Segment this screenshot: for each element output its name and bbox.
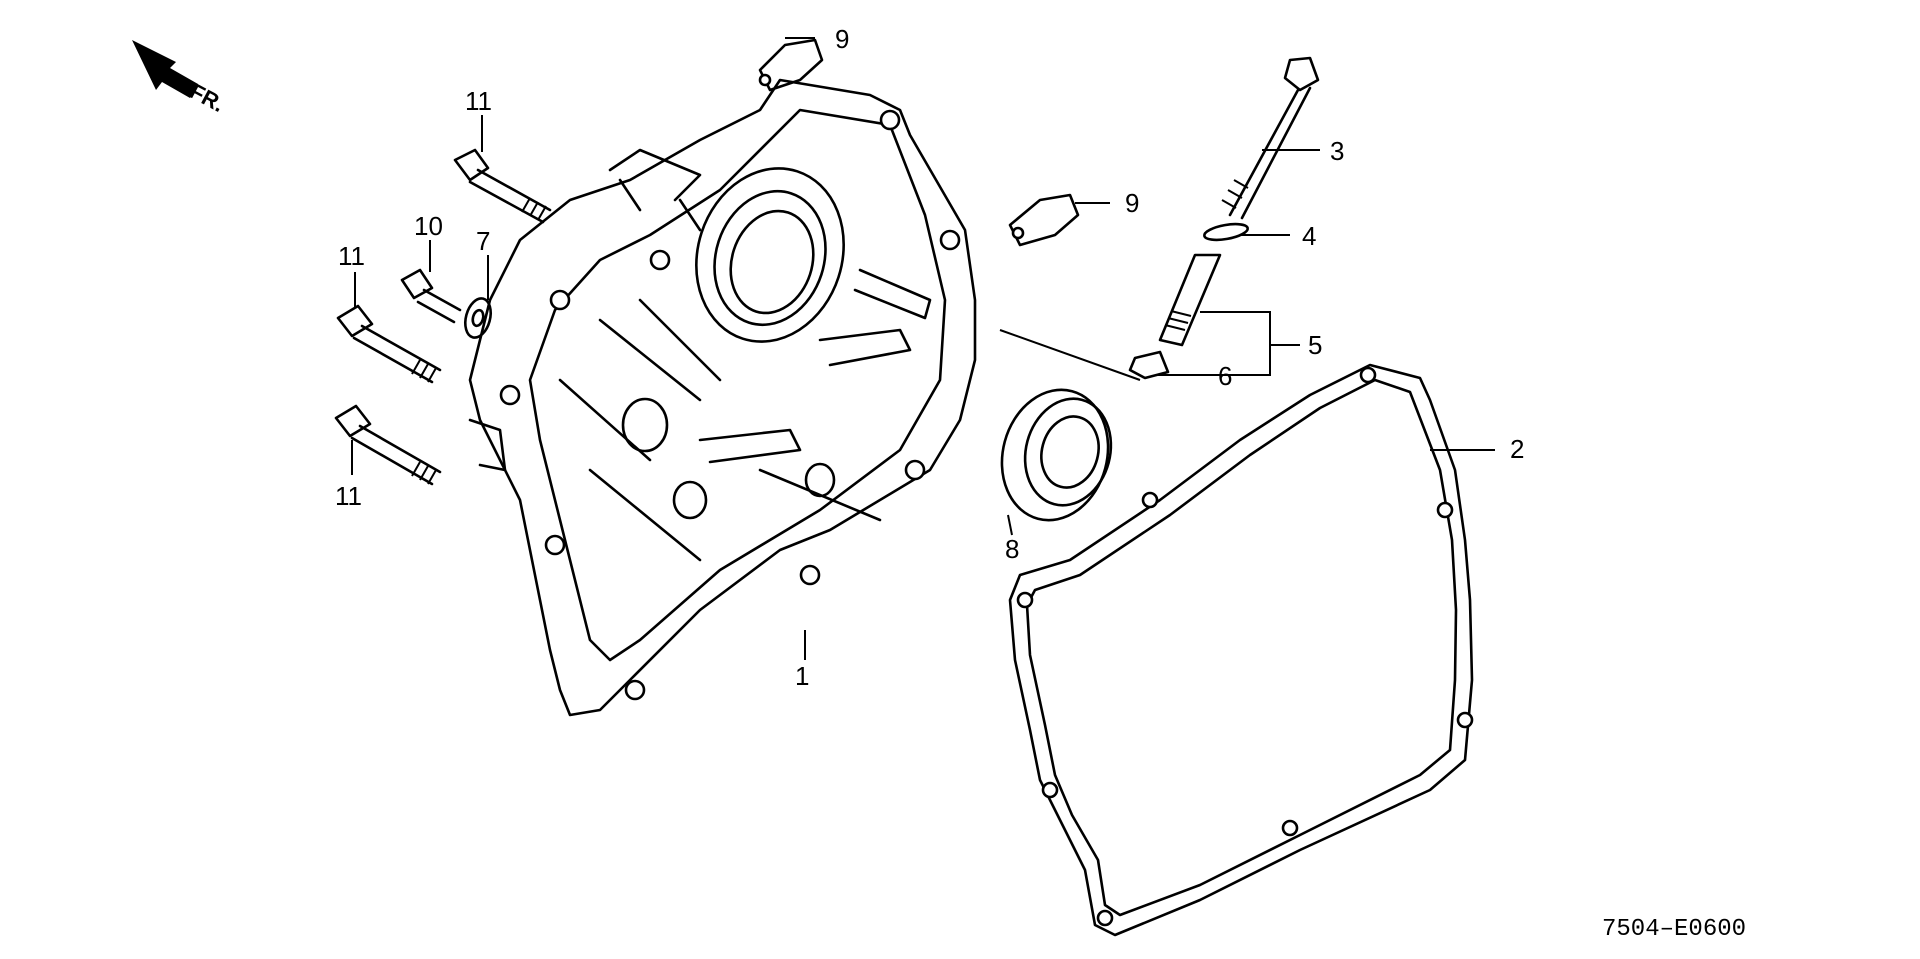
diagram-code: 7504–E0600 [1602, 916, 1746, 943]
label-part-10: 10 [414, 211, 443, 241]
label-part-9-middle: 9 [1125, 188, 1139, 218]
label-part-11-upper: 11 [465, 86, 492, 116]
label-part-3: 3 [1330, 136, 1344, 166]
bolt-lower [334, 404, 442, 486]
clamp-top [758, 38, 824, 92]
label-part-4: 4 [1302, 221, 1316, 251]
label-part-1: 1 [795, 661, 809, 691]
label-part-11-middle: 11 [338, 241, 365, 271]
crankcase-cover [468, 78, 977, 717]
label-part-6: 6 [1218, 361, 1232, 391]
oil-seal [1000, 388, 1113, 522]
washer [464, 297, 492, 339]
label-part-9-top: 9 [835, 24, 849, 54]
oil-filler-dipstick [1128, 56, 1320, 380]
bolt-upper [453, 148, 552, 224]
label-part-8: 8 [1005, 534, 1019, 564]
label-part-5: 5 [1308, 330, 1322, 360]
flange-bolt [400, 268, 462, 324]
gasket [1008, 363, 1474, 937]
label-part-11-lower: 11 [335, 481, 362, 511]
label-part-7: 7 [476, 226, 490, 256]
label-part-2: 2 [1510, 434, 1524, 464]
front-arrow-icon: FR. [132, 40, 229, 117]
leader-lines [351, 37, 1495, 660]
clamp-middle [1008, 193, 1080, 247]
bolt-middle [336, 304, 442, 384]
